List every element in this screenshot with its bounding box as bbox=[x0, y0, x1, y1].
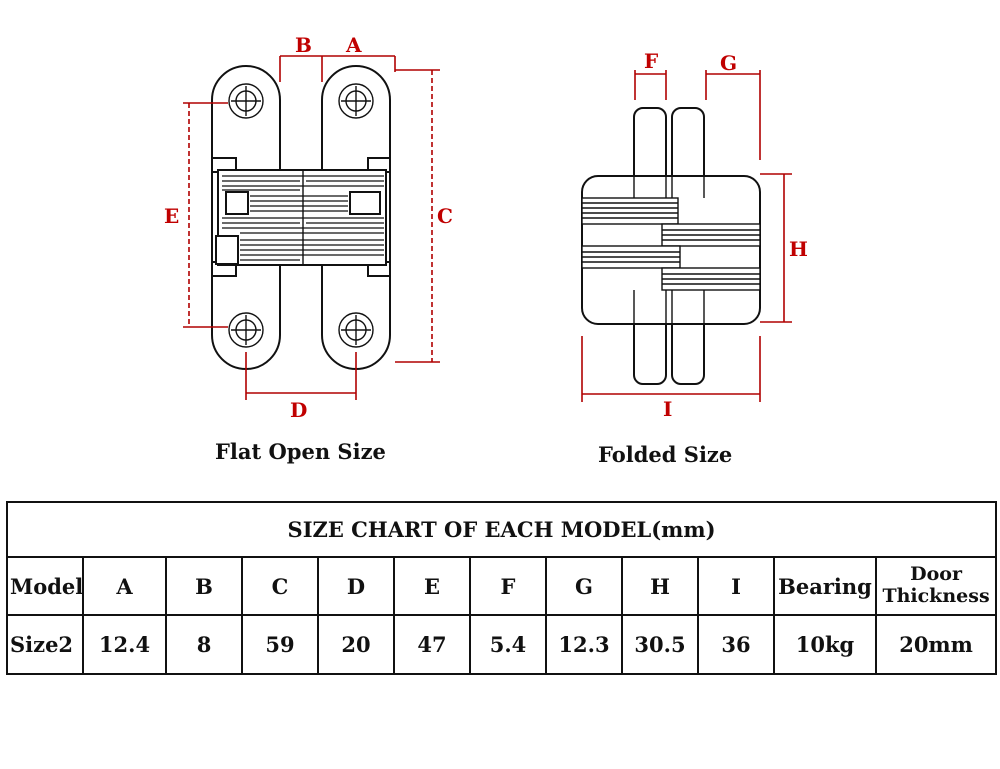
dim-label-i: I bbox=[663, 397, 672, 421]
screw-hole-icon bbox=[338, 83, 374, 119]
header-cell: H bbox=[621, 556, 699, 616]
hinge-diagram: B A C E D Flat Open Size bbox=[164, 33, 808, 467]
caption-flat-open: Flat Open Size bbox=[215, 439, 386, 464]
screw-hole-icon bbox=[228, 83, 264, 119]
header-cell: Model bbox=[6, 556, 84, 616]
dim-label-g: G bbox=[720, 51, 737, 75]
header-cell: A bbox=[82, 556, 167, 616]
dim-label-a: A bbox=[345, 33, 362, 57]
size-chart-table: SIZE CHART OF EACH MODEL(mm) Model A B C… bbox=[5, 501, 998, 675]
table-cell: 12.3 bbox=[545, 614, 623, 675]
table-cell: 59 bbox=[241, 614, 319, 675]
dim-label-e: E bbox=[164, 204, 179, 228]
dimension-lines-flat bbox=[183, 55, 440, 400]
header-door-text: Door bbox=[910, 563, 962, 586]
table-cell: 10kg bbox=[773, 614, 877, 675]
table-cell: 20 bbox=[317, 614, 395, 675]
screw-hole-icon bbox=[228, 312, 264, 348]
caption-folded: Folded Size bbox=[598, 442, 732, 467]
table-cell: Size2 bbox=[6, 614, 84, 675]
table-cell: 36 bbox=[697, 614, 775, 675]
hinge-mechanism bbox=[211, 157, 391, 277]
dim-label-c: C bbox=[437, 204, 453, 228]
table-cell: 20mm bbox=[874, 614, 998, 675]
header-cell: F bbox=[469, 556, 547, 616]
header-cell: E bbox=[393, 556, 471, 616]
table-cell: 8 bbox=[165, 614, 243, 675]
dim-label-h: H bbox=[789, 237, 808, 261]
header-cell: Bearing bbox=[773, 556, 877, 616]
header-cell: B bbox=[165, 556, 243, 616]
dim-label-d: D bbox=[290, 398, 307, 422]
header-cell: I bbox=[697, 556, 775, 616]
header-thickness-text: Thickness bbox=[882, 585, 990, 607]
table-cell: 12.4 bbox=[82, 614, 167, 675]
flat-open-hinge: B A C E D Flat Open Size bbox=[164, 33, 453, 464]
table-cell: 47 bbox=[393, 614, 471, 675]
header-cell: D bbox=[317, 556, 395, 616]
table-cell: 5.4 bbox=[469, 614, 547, 675]
header-cell: C bbox=[241, 556, 319, 616]
table-title: SIZE CHART OF EACH MODEL(mm) bbox=[5, 501, 998, 558]
folded-hinge: F G H I Folded Size bbox=[581, 49, 808, 467]
table-cell: 30.5 bbox=[621, 614, 699, 675]
dimension-lines-folded bbox=[581, 70, 792, 402]
table-row: Size2 12.4 8 59 20 47 5.4 12.3 30.5 36 1… bbox=[6, 614, 998, 675]
header-cell: G bbox=[545, 556, 623, 616]
screw-hole-icon bbox=[338, 312, 374, 348]
dim-label-b: B bbox=[295, 33, 312, 57]
dim-label-f: F bbox=[644, 49, 658, 73]
